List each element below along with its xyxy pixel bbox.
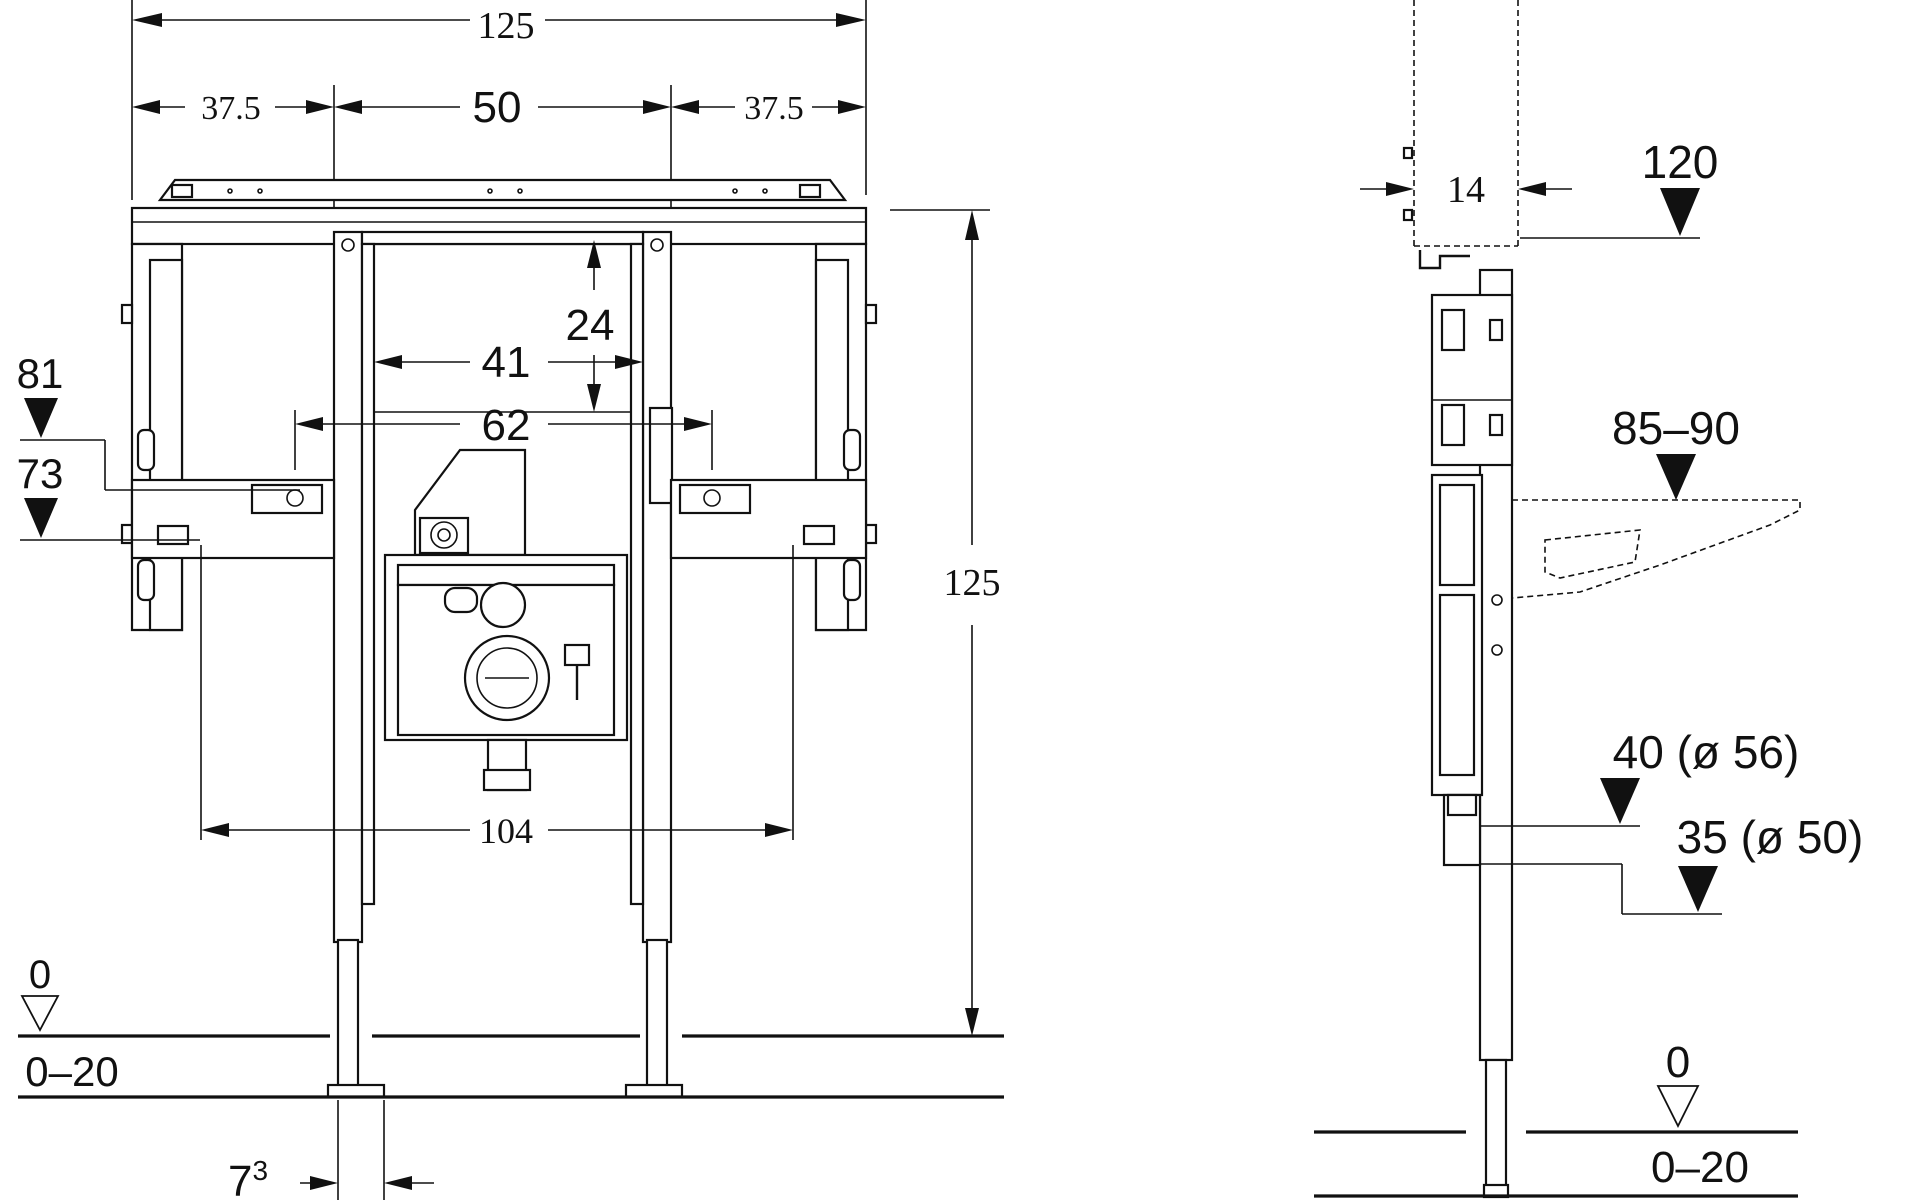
outlet-markers: 40 (ø 56) 35 (ø 50) [1480,726,1864,915]
urinal-height-label: 85–90 [1612,402,1740,454]
outlet-high-label: 40 (ø 56) [1613,726,1800,778]
opening-height-label: 24 [566,301,615,350]
top-height-marker: 120 [1520,136,1719,239]
urinal-height-marker: 85–90 [1612,402,1740,500]
vertical-posts [326,230,684,1099]
inner-frame [360,230,674,906]
urinal-outline [1511,499,1801,599]
center-span-label: 50 [473,83,522,132]
overall-height-label: 125 [944,562,1001,604]
overall-width-dimension: 125 [131,0,867,200]
opening-width-dimension: 41 [374,338,643,387]
left-offset-label: 37.5 [201,90,261,127]
floor-range-label: 0–20 [25,1048,118,1095]
side-floor-range-label: 0–20 [1651,1143,1749,1192]
segment-dimensions: 37.5 50 37.5 [132,83,866,240]
side-view: 14 120 [1314,0,1864,1199]
right-offset-label: 37.5 [744,90,804,127]
bottom-span-dimension: 104 [200,545,794,851]
side-top-wall [1402,0,1519,270]
inner-span-dimension: 62 [294,401,713,470]
side-frame-column [1430,268,1514,1199]
depth-label: 14 [1447,169,1485,211]
depth-dimension: 14 [1360,169,1572,211]
inner-span-label: 62 [482,401,531,450]
leg-width-exponent: 3 [252,1155,268,1186]
leg-width-base: 7 [228,1157,252,1200]
flush-unit [383,448,629,792]
level-73-label: 73 [17,450,64,497]
leg-width-dimension: 73 [228,1100,434,1200]
opening-width-label: 41 [482,338,531,387]
overall-height-dimension: 125 [890,209,1001,1036]
top-height-label: 120 [1642,136,1719,188]
floor-side: 0 0–20 [1314,1038,1798,1198]
cross-bar [130,478,868,560]
bottom-span-label: 104 [479,811,533,851]
opening-height-dimension: 24 [566,240,615,412]
overall-width-label: 125 [478,5,535,47]
side-floor-level-label: 0 [1666,1038,1690,1087]
level-81-label: 81 [17,350,64,397]
floor-front: 0 0–20 [18,953,1004,1099]
floor-level-label: 0 [29,953,51,997]
front-view: 125 37.5 50 37.5 [17,0,1004,1200]
outlet-low-label: 35 (ø 50) [1677,811,1864,863]
leg-width-label: 73 [228,1155,268,1200]
level-markers-front: 81 73 [17,350,300,541]
